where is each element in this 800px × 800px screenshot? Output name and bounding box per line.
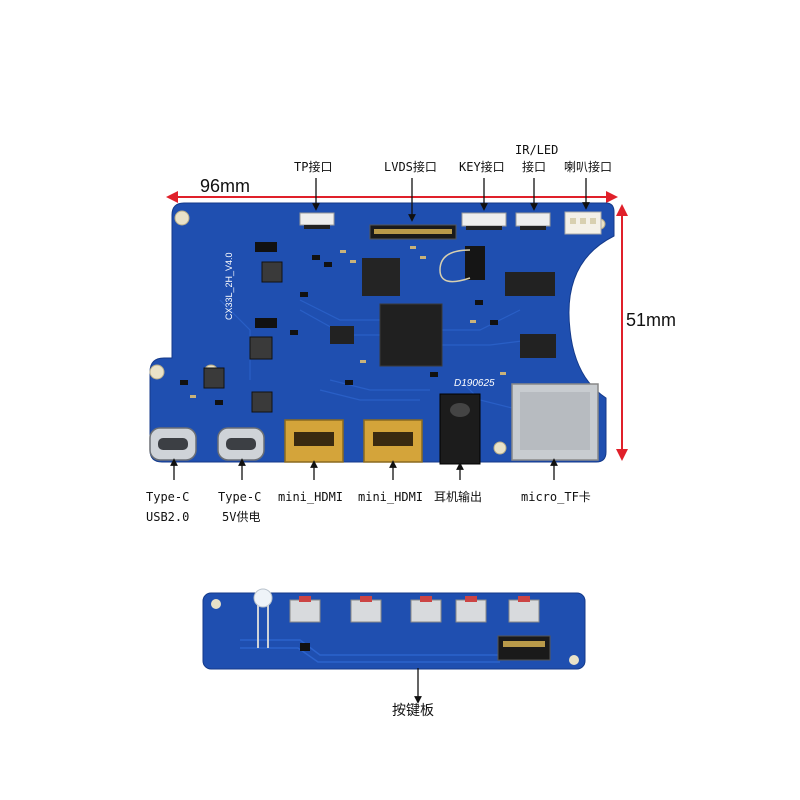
- hdmi1-label: mini_HDMI: [278, 490, 344, 504]
- mounting-hole: [149, 364, 165, 380]
- top-callout-arrows: [312, 178, 590, 222]
- inductor: [203, 367, 225, 389]
- ic-chip: [465, 246, 485, 280]
- inductor: [249, 336, 273, 360]
- irled-connector: [515, 212, 551, 227]
- key-label: KEY接口: [459, 160, 505, 174]
- hdmi2-label: mini_HDMI: [358, 490, 424, 504]
- tp-label: TP接口: [294, 160, 333, 174]
- lvds-label: LVDS接口: [384, 160, 437, 174]
- main-board: CX33L_2H_V4.0 D190625: [149, 202, 615, 465]
- typec-usb-label-line1: Type-C: [146, 490, 190, 504]
- key-board-connector: [497, 635, 551, 661]
- ic-chip: [330, 326, 354, 344]
- typec-power-label-line2: 5V供电: [222, 510, 261, 524]
- typec-usb-label-line2: USB2.0: [146, 510, 190, 524]
- led-indicator: [253, 588, 273, 608]
- ic-chip: [520, 334, 556, 358]
- mounting-hole: [493, 441, 507, 455]
- bottom-callout-arrows: [170, 458, 558, 480]
- ic-chip: [505, 272, 555, 296]
- key-connector: [461, 212, 507, 227]
- height-dimension-label: 51mm: [626, 310, 677, 330]
- mounting-hole: [174, 210, 190, 226]
- board-date-silkscreen: D190625: [454, 378, 495, 389]
- main-soc-chip: [379, 303, 443, 367]
- earphone-label: 耳机输出: [434, 490, 483, 504]
- key-board-label: 按键板: [392, 703, 434, 719]
- typec-power-label-line1: Type-C: [218, 490, 262, 504]
- irled-label-line1: IR/LED: [515, 143, 559, 157]
- inductor: [261, 261, 283, 283]
- tf-label: micro_TF卡: [521, 490, 591, 504]
- board-model-silkscreen: CX33L_2H_V4.0: [224, 252, 234, 320]
- irled-label-line2: 接口: [522, 160, 547, 174]
- inductor: [251, 391, 273, 413]
- key-board: [202, 588, 586, 670]
- tp-connector: [299, 212, 335, 226]
- tactile-buttons: [289, 596, 540, 623]
- width-dimension-label: 96mm: [200, 176, 251, 196]
- controller-chip: [362, 258, 400, 296]
- speaker-label: 喇叭接口: [564, 160, 613, 174]
